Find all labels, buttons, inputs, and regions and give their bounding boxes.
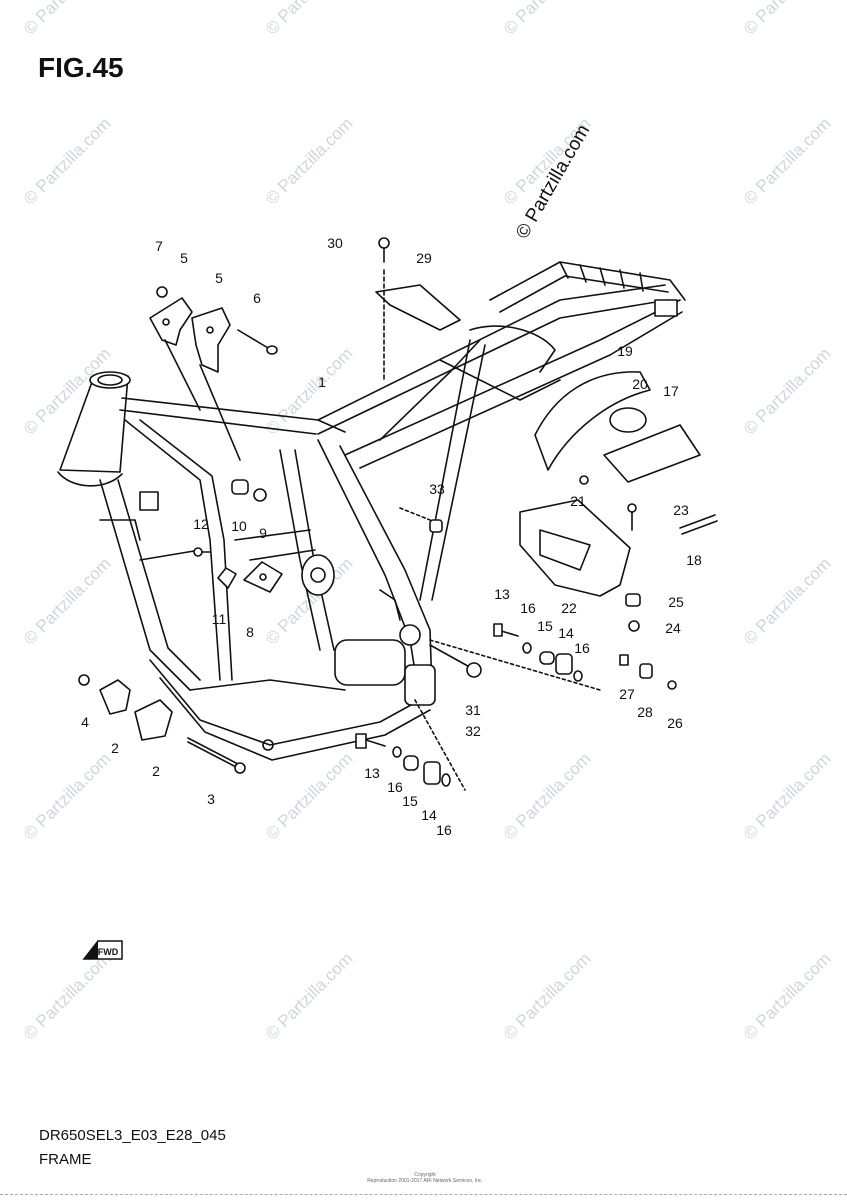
rear-fender-parts bbox=[534, 371, 701, 485]
frame-main-spar bbox=[279, 339, 486, 691]
callout-21: 21 bbox=[570, 493, 586, 509]
callout-12: 12 bbox=[193, 516, 209, 532]
callout-16: 16 bbox=[387, 779, 403, 795]
callout-15: 15 bbox=[402, 793, 418, 809]
callout-16: 16 bbox=[436, 822, 452, 838]
callout-18: 18 bbox=[686, 552, 702, 568]
callout-1: 1 bbox=[318, 374, 326, 390]
callout-16: 16 bbox=[574, 640, 590, 656]
bolt-33 bbox=[399, 507, 443, 533]
callout-22: 22 bbox=[561, 600, 577, 616]
callout-25: 25 bbox=[668, 594, 684, 610]
frame-top-rails bbox=[119, 284, 683, 469]
callout-15: 15 bbox=[537, 618, 553, 634]
frame-down-tubes bbox=[99, 419, 233, 691]
callout-8: 8 bbox=[246, 624, 254, 640]
callout-19: 19 bbox=[617, 343, 633, 359]
callout-32: 32 bbox=[465, 723, 481, 739]
callout-2: 2 bbox=[152, 763, 160, 779]
callout-4: 4 bbox=[81, 714, 89, 730]
rear-subframe bbox=[379, 261, 686, 441]
callout-23: 23 bbox=[673, 502, 689, 518]
lower-mount-plates bbox=[78, 674, 246, 774]
diagram-code: DR650SEL3_E03_E28_045 bbox=[39, 1127, 226, 1144]
callout-14: 14 bbox=[421, 807, 437, 823]
figure-title: FIG.45 bbox=[38, 52, 124, 83]
forward-arrow-icon: FWD bbox=[82, 940, 123, 960]
callout-2: 2 bbox=[111, 740, 119, 756]
callout-30: 30 bbox=[327, 235, 343, 251]
callout-31: 31 bbox=[465, 702, 481, 718]
callout-5: 5 bbox=[215, 270, 223, 286]
engine-mount-brackets bbox=[149, 286, 278, 461]
hardware-set-lower bbox=[355, 699, 466, 791]
frame-bottom-cradle bbox=[149, 639, 436, 761]
callout-6: 6 bbox=[253, 290, 261, 306]
small-hardware-center bbox=[193, 479, 316, 593]
callout-27: 27 bbox=[619, 686, 635, 702]
callout-16: 16 bbox=[520, 600, 536, 616]
callout-29: 29 bbox=[416, 250, 432, 266]
callout-13: 13 bbox=[364, 765, 380, 781]
callout-33: 33 bbox=[429, 481, 445, 497]
callout-10: 10 bbox=[231, 518, 247, 534]
callout-3: 3 bbox=[207, 791, 215, 807]
top-bracket-hardware bbox=[375, 237, 461, 381]
diagram-name: FRAME bbox=[39, 1151, 92, 1168]
callout-14: 14 bbox=[558, 625, 574, 641]
steering-head bbox=[57, 371, 131, 487]
footer-copyright: Copyright Reproduction 2001-2017 ARI Net… bbox=[367, 1172, 483, 1184]
callout-28: 28 bbox=[637, 704, 653, 720]
callout-20: 20 bbox=[632, 376, 648, 392]
callout-13: 13 bbox=[494, 586, 510, 602]
callout-5: 5 bbox=[180, 250, 188, 266]
page-bottom-rule bbox=[0, 1194, 847, 1195]
hardware-set-upper bbox=[429, 623, 677, 691]
callout-26: 26 bbox=[667, 715, 683, 731]
fwd-label: FWD bbox=[98, 947, 119, 957]
callout-17: 17 bbox=[663, 383, 679, 399]
callout-24: 24 bbox=[665, 620, 681, 636]
callout-7: 7 bbox=[155, 238, 163, 254]
callout-11: 11 bbox=[211, 611, 227, 627]
callout-9: 9 bbox=[259, 525, 267, 541]
side-cover-parts bbox=[519, 499, 718, 632]
